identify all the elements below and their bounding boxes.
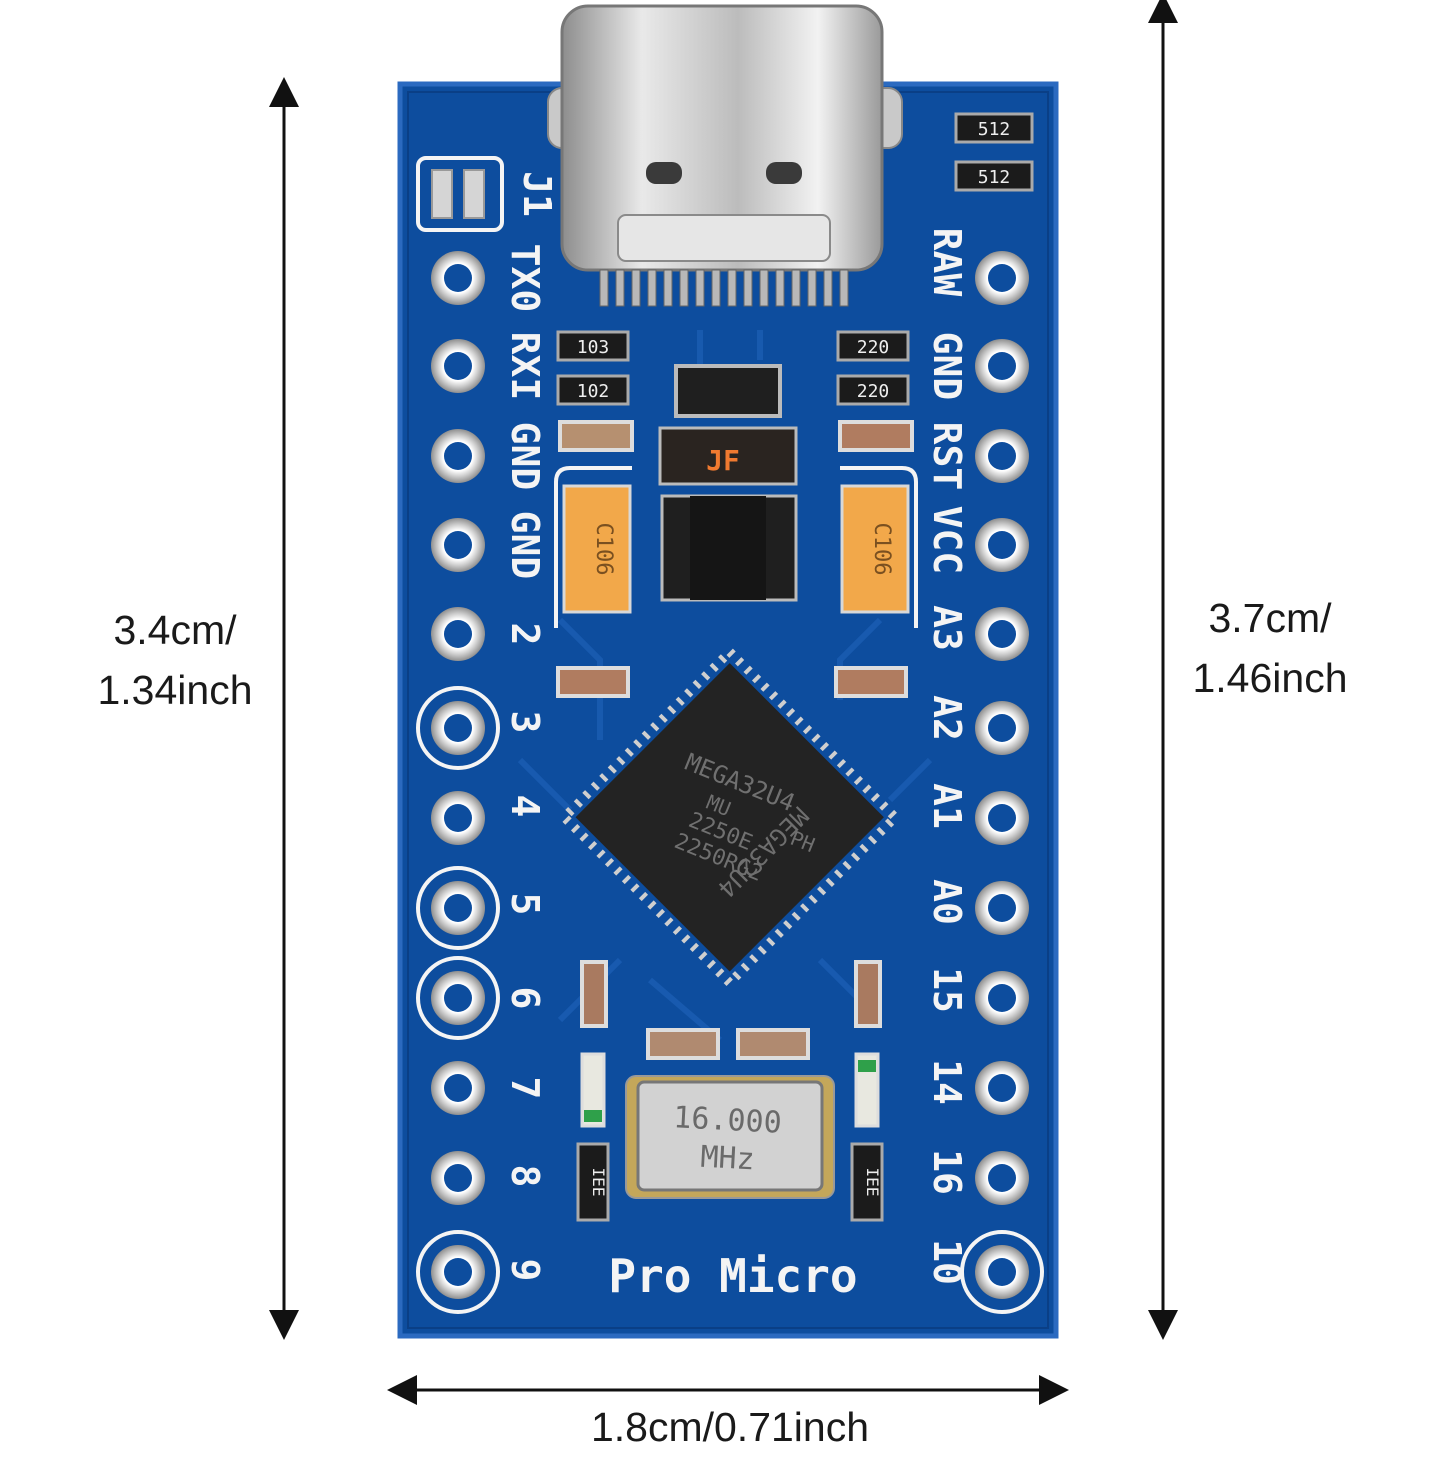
left-height-label: 3.4cm/ 1.34inch	[60, 600, 290, 720]
left-pin-pads	[416, 251, 500, 1314]
voltage-regulator: JF	[658, 426, 798, 602]
capacitor-left: C106	[554, 466, 632, 628]
svg-text:MHz: MHz	[700, 1140, 756, 1178]
pin-label-right-5: A3	[925, 605, 969, 651]
smd-components	[556, 420, 914, 1128]
pin-label-left-7: 4	[503, 795, 547, 818]
resistor-top-right-1: 512	[954, 112, 1034, 144]
width-text: 1.8cm/0.71inch	[590, 1404, 870, 1450]
pin-label-right-6: A2	[925, 695, 969, 741]
width-label: 1.8cm/0.71inch	[500, 1397, 960, 1457]
resistor-top-right-2: 512	[954, 160, 1034, 192]
svg-text:C106: C106	[869, 523, 894, 576]
pin-label-right-9: 15	[925, 967, 969, 1013]
resistor-left-1: 103	[556, 330, 630, 362]
pin-label-right-2: GND	[925, 332, 969, 401]
resistor-left-2: 102	[556, 374, 630, 406]
pin-label-left-6: 3	[503, 711, 547, 734]
left-height-line1: 3.4cm/	[113, 607, 237, 653]
right-height-line1: 3.7cm/	[1208, 595, 1332, 641]
usb-c-connector	[547, 4, 903, 307]
pin-label-right-10: 14	[925, 1059, 969, 1105]
board-name: Pro Micro	[608, 1249, 857, 1303]
header-label: J1	[515, 171, 559, 217]
pin-label-left-11: 8	[503, 1165, 547, 1188]
svg-text:IEE: IEE	[863, 1168, 882, 1197]
svg-text:220: 220	[857, 337, 890, 358]
pin-label-right-8: A0	[925, 879, 969, 925]
pin-label-right-1: RAW	[925, 228, 969, 297]
svg-text:102: 102	[577, 381, 610, 402]
pin-label-right-7: A1	[925, 783, 969, 829]
pin-label-left-4: GND	[503, 511, 547, 580]
pin-label-left-3: GND	[503, 422, 547, 491]
resistor-bottom-left: IEE	[576, 1142, 610, 1222]
sot23-transistor	[674, 364, 782, 418]
right-height-label: 3.7cm/ 1.46inch	[1160, 588, 1380, 708]
resistor-right-1: 220	[836, 330, 910, 362]
left-height-line2: 1.34inch	[97, 667, 253, 713]
svg-text:103: 103	[577, 337, 610, 358]
svg-text:512: 512	[978, 119, 1011, 140]
microcontroller-chip: MEGA32U4	[557, 645, 902, 990]
svg-text:16.000: 16.000	[672, 1100, 782, 1141]
svg-text:512: 512	[978, 167, 1011, 188]
pin-label-left-5: 2	[503, 623, 547, 646]
resistor-right-2: 220	[836, 374, 910, 406]
pin-label-left-2: RXI	[503, 332, 547, 401]
svg-text:220: 220	[857, 381, 890, 402]
pin-label-left-10: 7	[503, 1077, 547, 1100]
pin-label-right-4: VCC	[925, 506, 969, 575]
pin-label-right-3: RST	[925, 422, 969, 491]
right-pin-pads	[960, 251, 1044, 1314]
pin-label-left-1: TX0	[503, 244, 547, 313]
resistor-bottom-right: IEE	[850, 1142, 884, 1222]
crystal-oscillator: 16.000 MHz	[625, 1075, 835, 1199]
pin-label-left-9: 6	[503, 987, 547, 1010]
pin-label-right-11: 16	[925, 1149, 969, 1195]
jumper-j1	[416, 156, 504, 232]
svg-text:C106: C106	[591, 523, 616, 576]
svg-text:IEE: IEE	[589, 1168, 608, 1197]
right-height-line2: 1.46inch	[1192, 655, 1348, 701]
regulator-mark: JF	[706, 444, 740, 477]
capacitor-right: C106	[840, 466, 918, 628]
pin-label-right-12: 10	[925, 1239, 969, 1285]
pin-label-left-12: 9	[503, 1259, 547, 1282]
right-pin-labels: RAW GND RST VCC A3 A2 A1 A0 15 14 16 10	[925, 228, 969, 1285]
left-pin-labels: TX0 RXI GND GND 2 3 4 5 6 7 8 9	[503, 244, 547, 1282]
pin-label-left-8: 5	[503, 893, 547, 916]
